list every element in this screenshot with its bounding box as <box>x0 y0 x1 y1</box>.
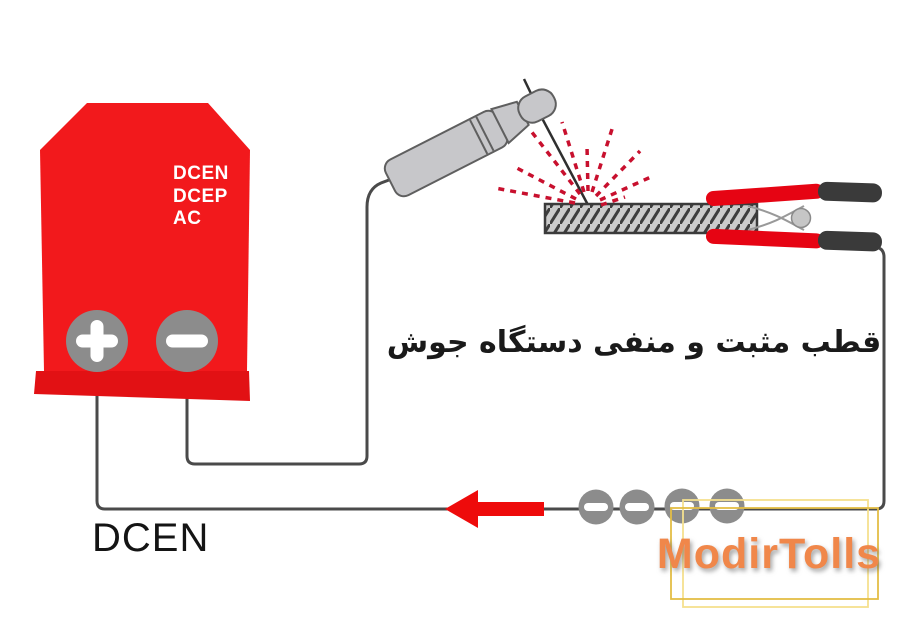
ground-clamp <box>705 181 882 252</box>
clamp-pivot <box>790 207 812 229</box>
machine-mode-label-ac: AC <box>173 208 201 229</box>
electron-icon <box>664 488 700 524</box>
clamp-lower-jaw <box>705 228 824 249</box>
work-lead-wire <box>95 244 886 511</box>
watermark-text: ModirTolls <box>657 530 881 578</box>
holder-head <box>517 88 557 124</box>
electron-group <box>578 488 745 525</box>
plus-icon <box>76 320 118 362</box>
negative-terminal <box>156 310 218 372</box>
holder-body <box>383 109 509 198</box>
electron-icon <box>709 488 745 524</box>
electrode-cable-wire <box>185 178 390 466</box>
holder-grip-lines <box>469 116 495 155</box>
workpiece-plate <box>543 202 759 235</box>
welding-machine-base <box>34 371 250 401</box>
machine-mode-label-dcen: DCEN <box>173 163 229 184</box>
polarity-label: DCEN <box>92 516 209 560</box>
positive-terminal <box>66 310 128 372</box>
welding-machine-body <box>40 103 250 371</box>
clamp-upper-handle <box>817 181 882 203</box>
electrode-holder <box>383 88 557 198</box>
minus-icon <box>166 334 208 348</box>
watermark-frame-outer <box>682 499 869 608</box>
electrode-rod <box>532 102 590 206</box>
clamp-upper-jaw <box>705 183 824 206</box>
caption-text: قطب مثبت و منفی دستگاه جوش <box>387 324 881 360</box>
clamp-lower-handle <box>817 230 882 252</box>
electron-icon <box>578 489 614 525</box>
welding-arc-sparks <box>494 121 654 207</box>
electron-icon <box>619 489 655 525</box>
machine-mode-label-dcep: DCEP <box>173 186 228 207</box>
watermark-frame-inner <box>670 507 879 600</box>
current-direction-arrow <box>445 490 544 528</box>
